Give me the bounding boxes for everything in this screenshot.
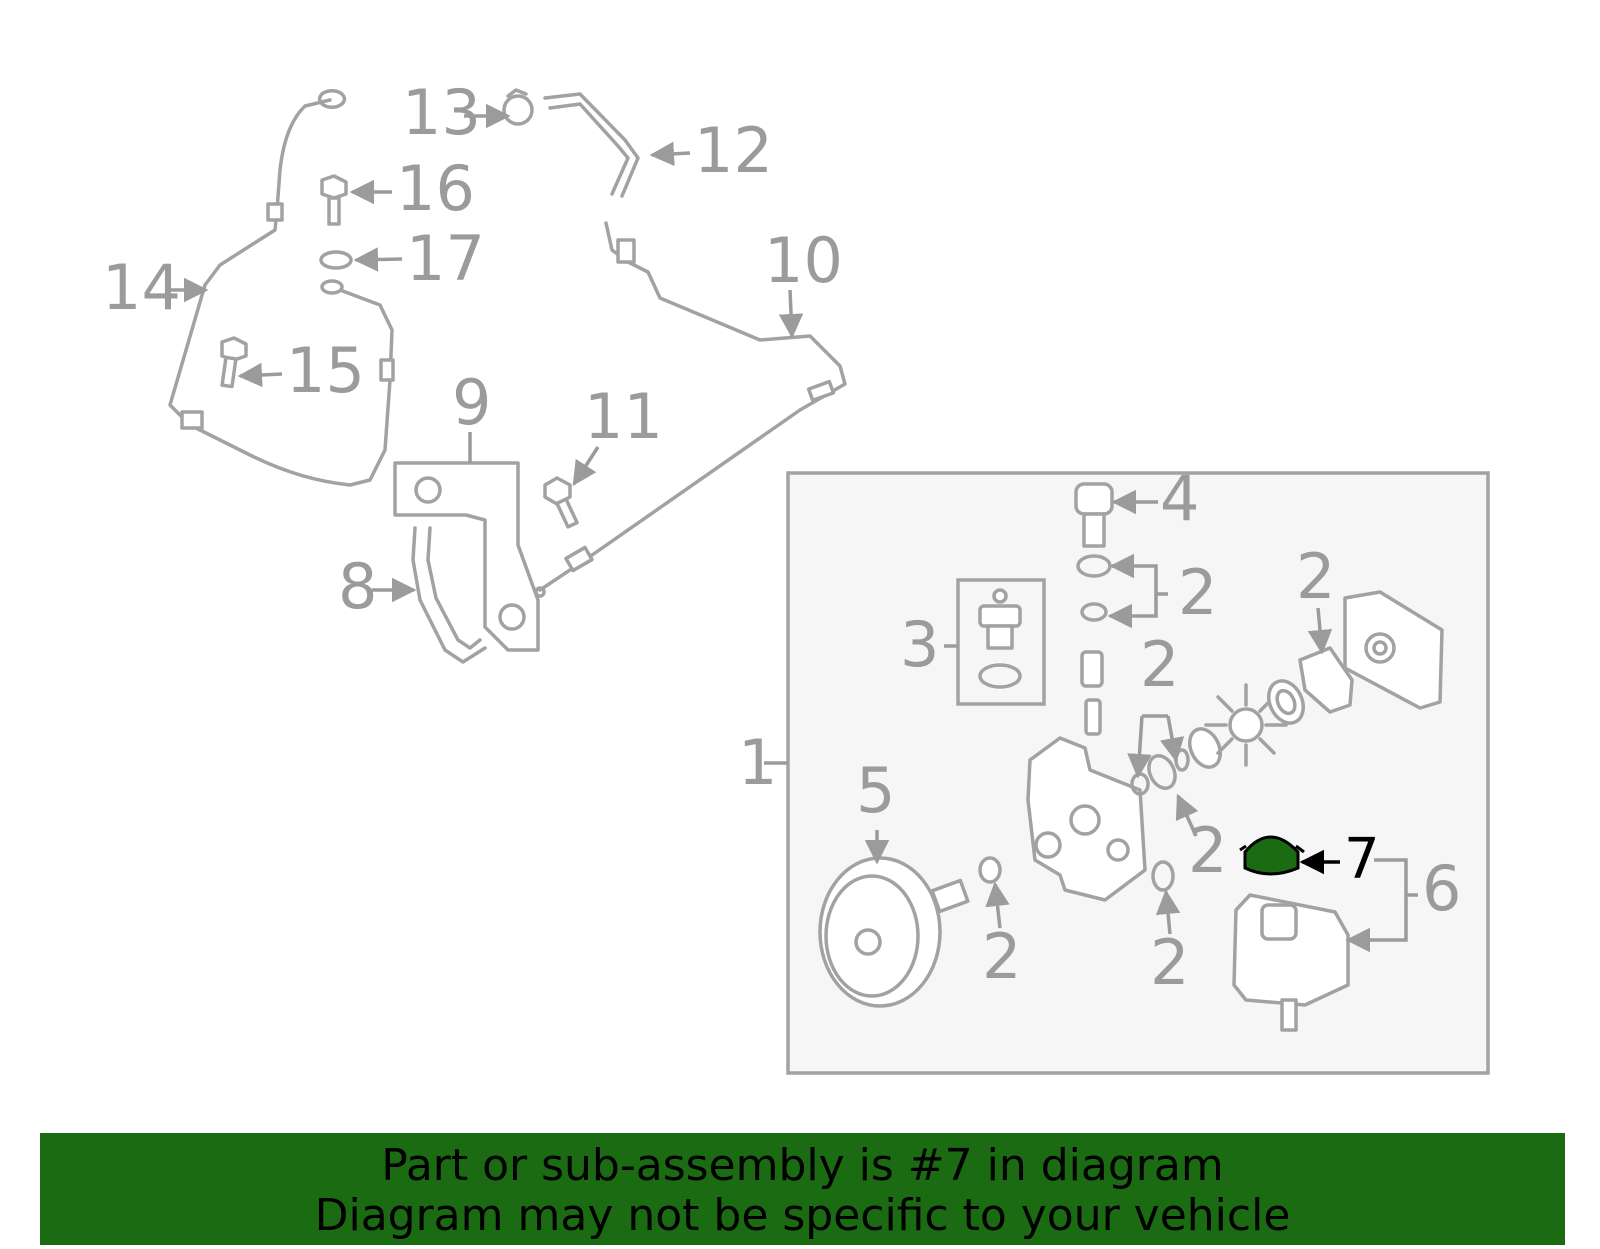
bolt-part-16 [320,174,348,226]
leader-lines [170,103,1418,953]
callout-9: 9 [452,366,491,439]
callout-16: 16 [396,152,475,225]
callout-3: 3 [900,608,939,681]
callout-17: 17 [406,222,485,295]
pump-body [1026,736,1147,902]
o-ring-2b [1080,602,1108,622]
callout-2a: 2 [1178,556,1217,629]
hose-part-8 [411,526,487,664]
callout-2d: 2 [1188,814,1227,887]
clamp-part-13 [502,88,534,126]
valve-part-3 [956,578,1046,706]
info-banner: Part or sub-assembly is #7 in diagram Di… [40,1133,1565,1245]
washer-part-17 [319,250,353,270]
o-ring-2f [978,856,1002,884]
pin-part [1084,698,1102,736]
callout-13: 13 [402,76,481,149]
callout-7: 7 [1344,827,1380,892]
callout-5: 5 [856,754,895,827]
callout-1: 1 [738,726,777,799]
bracket-part-9 [393,461,540,652]
bolt-part-15 [220,336,248,389]
callout-2f: 2 [1150,926,1189,999]
cam-ring [1188,727,1222,769]
spool-part [1080,650,1104,688]
pressure-plate [1267,679,1305,725]
reservoir-part-6 [1232,893,1350,1032]
bolt-part-11 [543,476,579,529]
callout-2b: 2 [1296,540,1335,613]
callout-14: 14 [102,251,181,324]
callout-15: 15 [286,334,365,407]
banner-line-1: Part or sub-assembly is #7 in diagram [381,1140,1224,1191]
callout-12: 12 [694,114,773,187]
callout-6: 6 [1422,852,1461,925]
pulley-part-5 [818,856,970,1008]
return-hose-part-12 [543,92,640,198]
rear-cover [1343,590,1444,710]
callout-8: 8 [338,550,377,623]
callout-4: 4 [1160,462,1199,535]
callout-2c: 2 [1140,628,1179,701]
callout-10: 10 [764,224,843,297]
callout-11: 11 [584,380,663,453]
callout-2e: 2 [982,920,1021,993]
banner-line-2: Diagram may not be specific to your vehi… [314,1190,1291,1241]
pressure-hose-part-14 [168,89,395,487]
